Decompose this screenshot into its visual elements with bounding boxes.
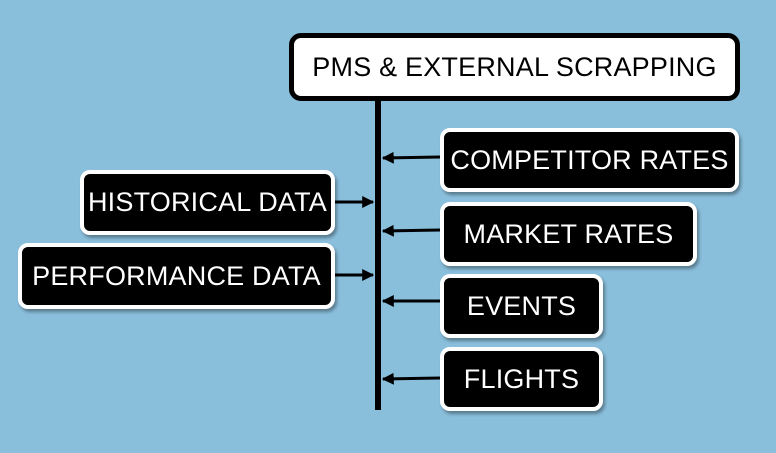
historical-data-box: HISTORICAL DATA <box>80 170 335 235</box>
title-label: PMS & EXTERNAL SCRAPPING <box>312 51 717 82</box>
competitor-rates-label: COMPETITOR RATES <box>450 144 729 175</box>
flights-label: FLIGHTS <box>463 363 580 394</box>
arrow-competitor-rates <box>381 151 441 164</box>
arrow-flights <box>381 372 441 385</box>
title-box: PMS & EXTERNAL SCRAPPING <box>289 33 740 101</box>
arrow-market-rates <box>381 224 441 237</box>
historical-data-label: HISTORICAL DATA <box>87 187 328 217</box>
vertical-connector-line <box>375 96 381 410</box>
events-box: EVENTS <box>440 274 603 338</box>
events-label: EVENTS <box>466 290 577 321</box>
performance-data-label: PERFORMANCE DATA <box>32 260 321 291</box>
performance-data-box: PERFORMANCE DATA <box>18 243 335 309</box>
flights-box: FLIGHTS <box>440 347 603 411</box>
market-rates-label: MARKET RATES <box>463 218 674 249</box>
market-rates-box: MARKET RATES <box>440 202 697 266</box>
competitor-rates-box: COMPETITOR RATES <box>440 128 739 192</box>
